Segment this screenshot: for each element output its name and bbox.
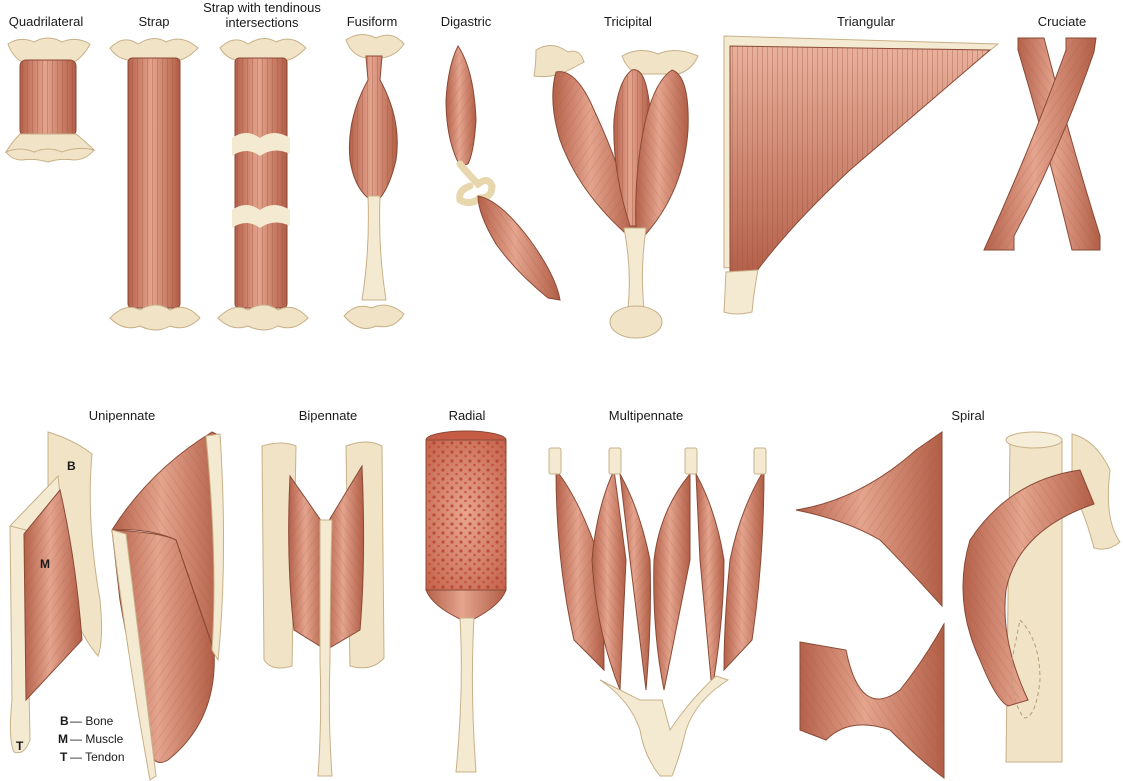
label-tricipital: Tricipital (604, 14, 652, 29)
strap-muscle-illustration (109, 38, 201, 331)
cruciate-muscle-illustration (983, 37, 1101, 251)
radial-muscle-illustration (425, 430, 507, 773)
spiral-muscle-illustration (795, 431, 1121, 780)
label-strap-tendinous-line2: intersections (226, 15, 299, 30)
strap-tendinous-muscle-illustration (217, 38, 309, 331)
legend-text-muscle: — Muscle (70, 732, 124, 746)
marker-bone: B (67, 459, 76, 473)
tricipital-muscle-illustration (533, 45, 699, 339)
unipennate-muscle-illustration (9, 431, 225, 781)
marker-tendon: T (16, 739, 24, 753)
multipennate-muscle-illustration (548, 447, 767, 777)
label-unipennate: Unipennate (89, 408, 156, 423)
label-bipennate: Bipennate (299, 408, 358, 423)
label-quadrilateral: Quadrilateral (9, 14, 84, 29)
quadrilateral-muscle-illustration (4, 37, 96, 163)
label-triangular: Triangular (837, 14, 896, 29)
legend-text-tendon: — Tendon (70, 750, 125, 764)
marker-muscle: M (40, 557, 50, 571)
legend-text-bone: — Bone (70, 714, 114, 728)
label-spiral: Spiral (951, 408, 984, 423)
legend: B — Bone M — Muscle T — Tendon (58, 714, 125, 764)
legend-key-bone: B (60, 714, 69, 728)
legend-key-tendon: T (60, 750, 68, 764)
label-multipennate: Multipennate (609, 408, 683, 423)
label-strap: Strap (138, 14, 169, 29)
fusiform-muscle-illustration (343, 34, 405, 329)
label-radial: Radial (449, 408, 486, 423)
label-digastric: Digastric (441, 14, 492, 29)
label-strap-tendinous-line1: Strap with tendinous (203, 0, 321, 15)
label-fusiform: Fusiform (347, 14, 398, 29)
bipennate-muscle-illustration (261, 441, 385, 777)
triangular-muscle-illustration (723, 35, 1000, 315)
digastric-muscle-illustration (445, 45, 561, 301)
label-cruciate: Cruciate (1038, 14, 1086, 29)
legend-key-muscle: M (58, 732, 68, 746)
